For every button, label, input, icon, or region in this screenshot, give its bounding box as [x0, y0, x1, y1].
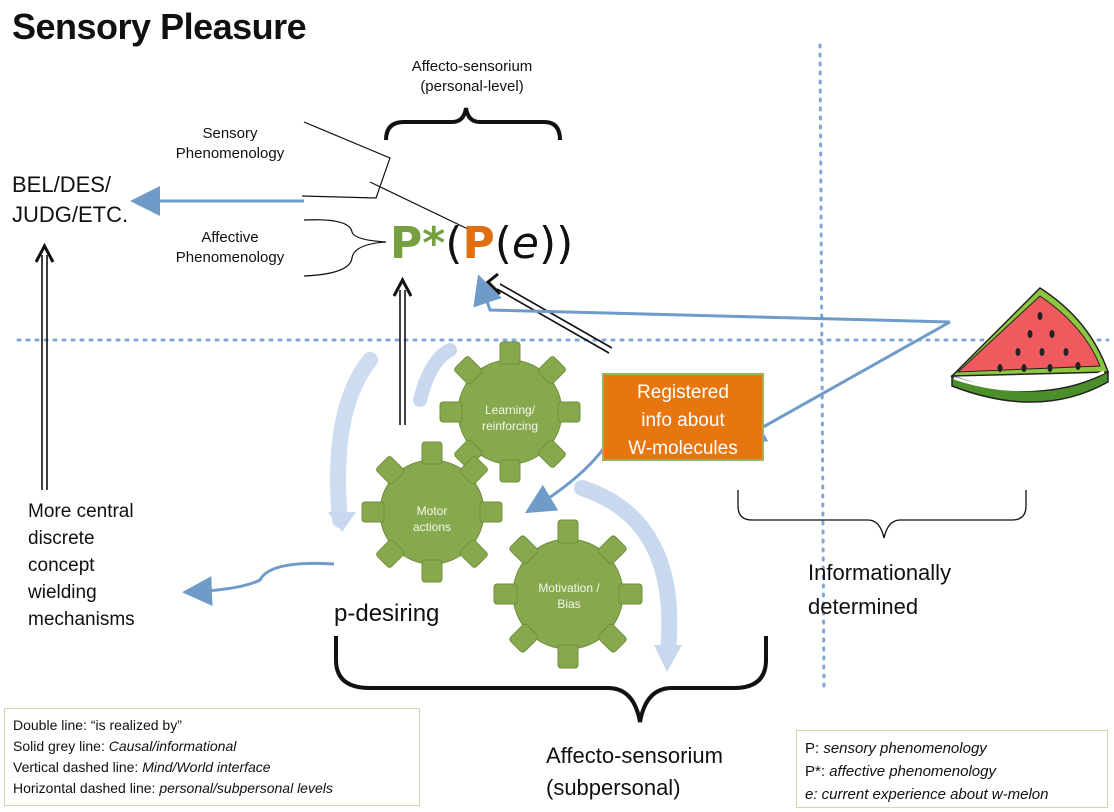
cycle-arrow-right — [574, 480, 678, 658]
affecto-personal-label: Affecto-sensorium (personal-level) — [411, 58, 533, 95]
sensory-phenomenology-label: Sensory Phenomenology — [175, 125, 285, 162]
legend-lines: Double line: “is realized by” Solid grey… — [4, 708, 420, 806]
affective-brace — [303, 219, 387, 277]
watermelon-icon — [950, 287, 1110, 403]
legend-symbols: P: sensory phenomenology P*: affective p… — [796, 730, 1108, 808]
informationally-determined-label: Informationally determined — [808, 560, 952, 619]
melon-to-p-line — [473, 274, 951, 324]
melon-to-box-line — [734, 320, 951, 443]
e-symbol: e — [511, 218, 539, 269]
cycle-arrow-left — [330, 352, 378, 528]
page-title: Sensory Pleasure — [12, 6, 307, 47]
p-desiring-label: p-desiring — [334, 600, 440, 627]
registered-info-box: Registered info about W-molecules — [602, 373, 764, 461]
cycle-arrow-top — [413, 343, 457, 407]
personal-brace — [384, 107, 562, 141]
informationally-brace — [737, 490, 1027, 539]
box-to-gear-line — [524, 447, 606, 514]
double-arrow-central — [34, 242, 55, 490]
vertical-dashed-line — [818, 43, 826, 692]
pdesiring-to-central-line — [182, 561, 335, 607]
formula: P*(P(e)) — [390, 218, 574, 269]
affective-phenomenology-label: Affective Phenomenology — [175, 229, 285, 266]
gear-motivation-label: Motivation / Bias — [538, 581, 600, 611]
gear-motor-label: Motor actions — [412, 504, 452, 534]
central-mechanisms-label: More central discrete concept wielding m… — [28, 501, 135, 630]
gear-learning — [439, 341, 581, 483]
sensory-pointer — [301, 121, 391, 199]
gear-learning-label: Learning/ reinforcing — [481, 403, 539, 433]
affecto-subpersonal-label: Affecto-sensorium (subpersonal) — [546, 743, 723, 800]
p-star: P* — [390, 218, 446, 269]
p-symbol: P — [462, 218, 495, 269]
double-arrow-pdesiring — [392, 276, 413, 425]
bel-des-judg-label: BEL/DES/ JUDG/ETC. — [12, 172, 129, 227]
gear-motivation — [493, 519, 643, 669]
subpersonal-brace — [334, 636, 768, 723]
gear-motor — [361, 441, 503, 583]
